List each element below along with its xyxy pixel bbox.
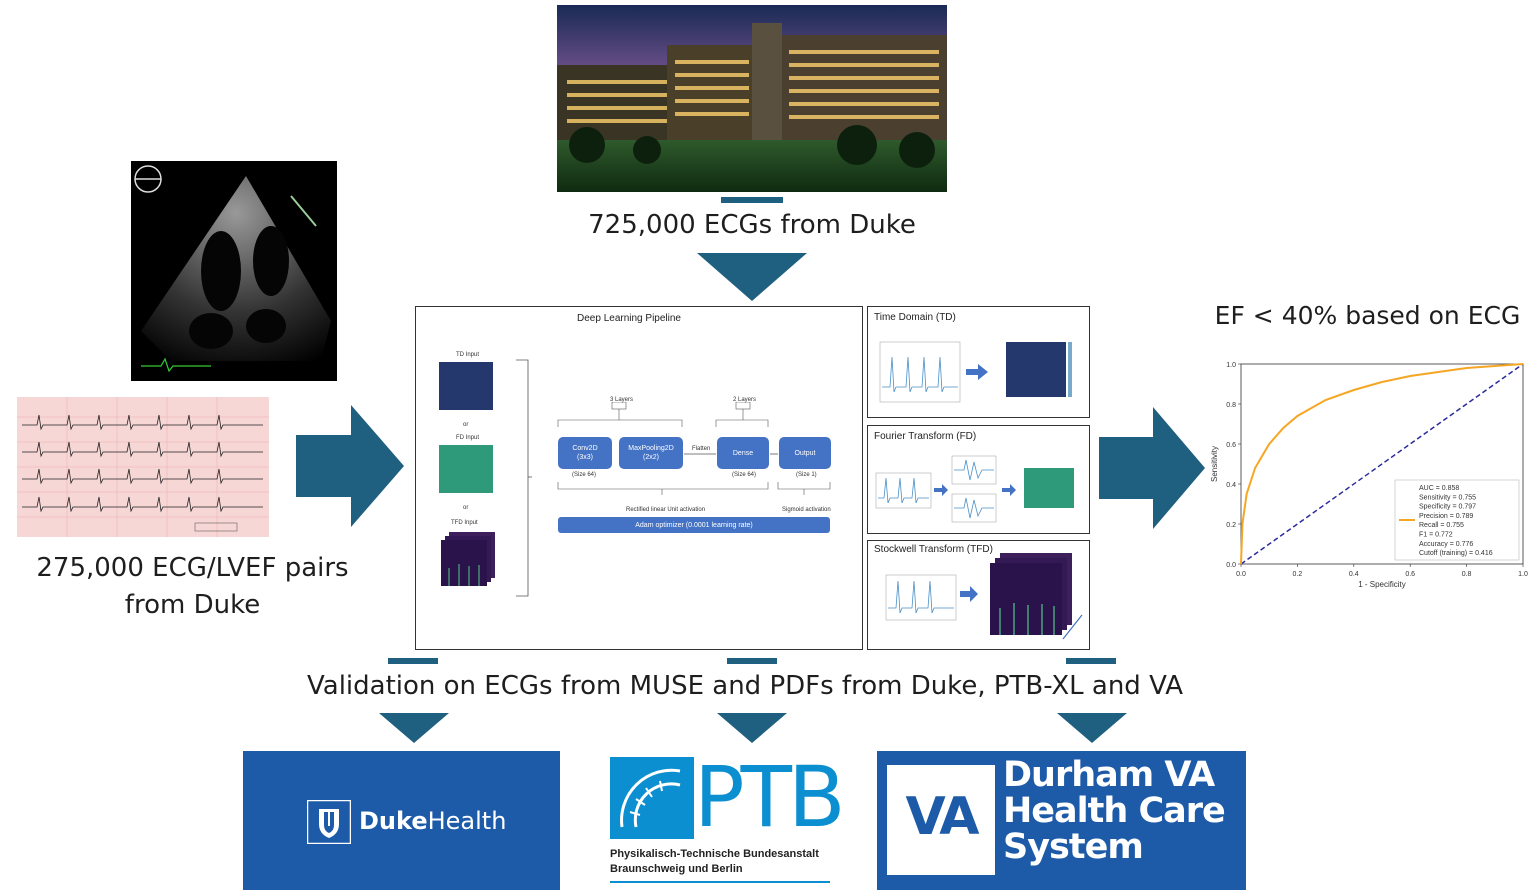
dense-node: Dense: [717, 437, 769, 469]
or-label-1: or: [463, 422, 469, 428]
ptb-underline: [610, 881, 830, 883]
optimizer-bar: Adam optimizer (0.0001 learning rate): [558, 517, 830, 533]
left-caption-line1: 275,000 ECG/LVEF pairs: [36, 553, 349, 583]
duke-wordmark: DukeHealth: [359, 807, 506, 835]
ptb-letters: PTB: [694, 748, 846, 846]
fd-input-label: FD Input: [456, 435, 480, 441]
duke-light-text: Health: [427, 807, 507, 835]
divider-bar-left: [388, 658, 438, 664]
conv2d-node: Conv2D (3x3): [558, 437, 612, 469]
roc-xtick-label: 0.6: [1405, 571, 1415, 578]
roc-legend-entry: Precision = 0.789: [1419, 513, 1473, 520]
roc-legend-entry: Cutoff (training) = 0.416: [1419, 550, 1493, 557]
td-plot: [879, 341, 1072, 403]
maxpool-node: MaxPooling2D (2x2): [619, 437, 683, 469]
roc-ytick-label: 0.4: [1226, 482, 1236, 489]
hospital-photo: [557, 5, 947, 192]
td-title: Time Domain (TD): [874, 312, 956, 323]
dense-size-label: (Size 64): [732, 472, 757, 478]
or-label-2: or: [463, 505, 469, 511]
roc-legend-entry: AUC = 0.858: [1419, 485, 1459, 492]
left-caption-line2: from Duke: [124, 590, 261, 620]
flatten-label: Flatten: [692, 446, 711, 452]
roc-ytick-label: 0.8: [1226, 402, 1236, 409]
tfd-plot: [885, 553, 1083, 640]
right-arrow-right: [1099, 407, 1205, 529]
layers-right-label: 2 Layers: [733, 397, 757, 403]
roc-legend-entry: Accuracy = 0.776: [1419, 541, 1473, 548]
ecg-strip-image: [17, 397, 269, 537]
tfd-input-label: TFD Input: [451, 520, 478, 526]
right-arrow-left: [296, 405, 404, 527]
va-line3: System: [1003, 827, 1144, 867]
divider-bar-mid: [727, 658, 777, 664]
top-caption: 725,000 ECGs from Duke: [588, 210, 916, 240]
va-mark-box: VA: [887, 765, 995, 875]
durham-va-logo: VA Durham VA Health Care System: [877, 751, 1246, 890]
tfd-title: Stockwell Transform (TFD): [874, 544, 993, 555]
down-arrow-mid: [717, 713, 787, 743]
roc-chart: 0.00.0 0.2 0.2 0.4 0.4 0.6 0.6 0.8 0.8 1.0 1.0 1 - …: [1210, 362, 1528, 589]
ptb-emblem-icon: [610, 757, 694, 839]
down-arrow-left: [379, 713, 449, 743]
tfd-panel: Stockwell Transform (TFD): [867, 540, 1090, 650]
echocardiogram-image: [131, 161, 337, 381]
roc-legend-entry: Recall = 0.755: [1419, 522, 1464, 529]
roc-xtick-label: 1.0: [1518, 571, 1528, 578]
pipeline-panel: Deep Learning Pipeline TD Input or FD In…: [415, 306, 863, 650]
sigmoid-label: Sigmoid activation: [782, 507, 831, 513]
roc-curve: [1240, 363, 1524, 565]
ptb-logo: PTB Physikalisch-Technische Bundesanstal…: [608, 749, 846, 885]
td-input-label: TD Input: [456, 352, 480, 358]
roc-legend-entry: F1 = 0.772: [1419, 532, 1453, 539]
roc-title: EF < 40% based on ECG: [1214, 301, 1521, 330]
roc-ytick-label: 1.0: [1226, 362, 1236, 369]
tfd-input-thumb: [441, 532, 499, 590]
va-line2: Health Care: [1003, 791, 1226, 831]
relu-label: Rectified linear Unit activation: [626, 507, 706, 513]
roc-ylabel: Sensitivity: [1210, 446, 1219, 482]
output-node: Output: [779, 437, 831, 469]
roc-ytick-label: 0.2: [1226, 522, 1236, 529]
layers-left-label: 3 Layers: [610, 397, 634, 403]
duke-health-logo: DukeHealth: [243, 751, 560, 890]
va-mark: VA: [905, 787, 980, 847]
validation-caption: Validation on ECGs from MUSE and PDFs fr…: [307, 671, 1183, 701]
roc-xtick-label: 0.8: [1462, 571, 1472, 578]
roc-legend-entry: Specificity = 0.797: [1419, 504, 1476, 511]
roc-diagonal-line: [1240, 363, 1524, 565]
va-line1: Durham VA: [1003, 755, 1215, 795]
divider-bar-right: [1066, 658, 1116, 664]
fd-input-thumb: [439, 445, 493, 493]
fd-plot: [875, 455, 1074, 523]
roc-xtick-label: 0.0: [1236, 571, 1246, 578]
roc-ytick-label: 0.6: [1226, 442, 1236, 449]
roc-legend-box: [1394, 479, 1520, 561]
ptb-line2: Braunschweig und Berlin: [610, 863, 743, 875]
divider-bar: [721, 197, 783, 203]
fd-title: Fourier Transform (FD): [874, 431, 977, 442]
duke-bold-text: Duke: [359, 807, 428, 835]
roc-xlabel: 1 - Specificity: [1358, 580, 1406, 589]
conv-size-label: (Size 64): [572, 472, 597, 478]
down-arrow-top: [697, 253, 807, 301]
roc-xtick-label: 0.2: [1293, 571, 1303, 578]
fd-panel: Fourier Transform (FD): [867, 425, 1090, 534]
roc-xtick-label: 0.4: [1349, 571, 1359, 578]
output-size-label: (Size 1): [796, 472, 817, 478]
duke-shield-icon: [307, 800, 351, 844]
td-panel: Time Domain (TD): [867, 306, 1090, 418]
td-input-thumb: [439, 362, 493, 410]
layer-brackets: [557, 402, 831, 495]
down-arrow-right: [1057, 713, 1127, 743]
ptb-line1: Physikalisch-Technische Bundesanstalt: [610, 848, 819, 860]
input-bracket: [516, 359, 532, 597]
roc-legend-entry: Sensitivity = 0.755: [1419, 494, 1476, 501]
pipeline-title: Deep Learning Pipeline: [577, 313, 681, 324]
roc-ytick-label: 0.0: [1226, 562, 1236, 569]
